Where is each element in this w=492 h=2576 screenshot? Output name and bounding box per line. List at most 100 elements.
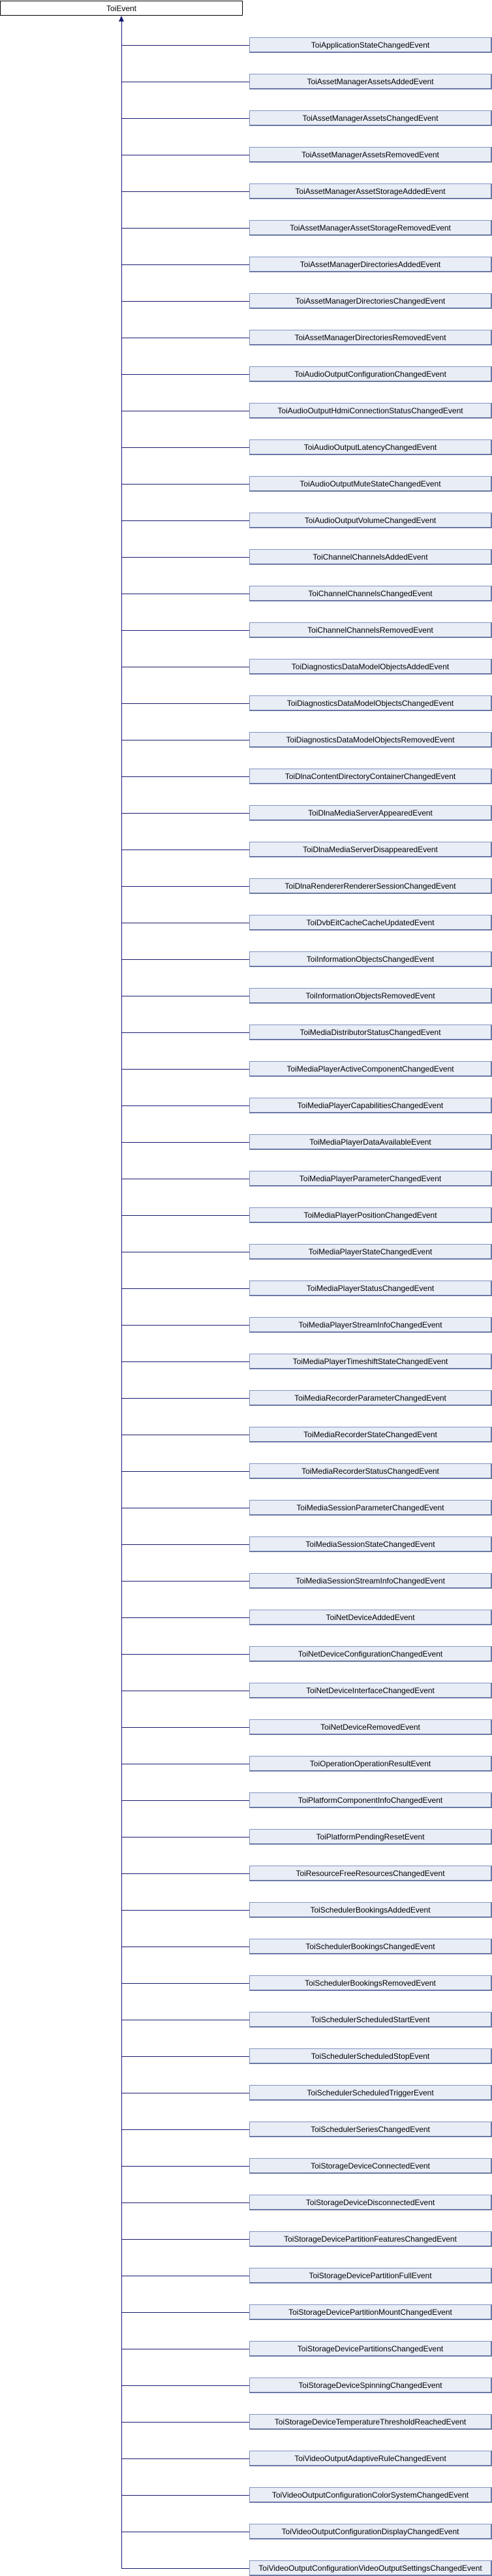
subclass-node[interactable]: ToiNetDeviceAddedEvent <box>249 1610 492 1625</box>
inheritance-connector-line <box>122 118 249 119</box>
inheritance-connector-line <box>122 776 249 777</box>
inheritance-connector-line <box>122 2495 249 2496</box>
inheritance-connector-line <box>122 1544 249 1545</box>
inheritance-connector-line <box>122 886 249 887</box>
inheritance-connector-line <box>122 1873 249 1874</box>
subclass-node[interactable]: ToiInformationObjectsRemovedEvent <box>249 988 492 1004</box>
subclass-node[interactable]: ToiAudioOutputMuteStateChangedEvent <box>249 476 492 492</box>
subclass-node[interactable]: ToiSchedulerBookingsChangedEvent <box>249 1939 492 1954</box>
subclass-node[interactable]: ToiAssetManagerAssetStorageRemovedEvent <box>249 220 492 236</box>
subclass-node[interactable]: ToiPlatformComponentInfoChangedEvent <box>249 1792 492 1808</box>
subclass-node[interactable]: ToiAudioOutputConfigurationChangedEvent <box>249 366 492 382</box>
subclass-node[interactable]: ToiSchedulerScheduledTriggerEvent <box>249 2085 492 2101</box>
subclass-node[interactable]: ToiMediaPlayerPositionChangedEvent <box>249 1207 492 1223</box>
inheritance-connector-line <box>122 228 249 229</box>
subclass-node[interactable]: ToiStorageDevicePartitionFullEvent <box>249 2268 492 2283</box>
subclass-node[interactable]: ToiVideoOutputConfigurationDisplayChange… <box>249 2524 492 2539</box>
inheritance-connector-line <box>122 630 249 631</box>
subclass-node[interactable]: ToiDiagnosticsDataModelObjectsRemovedEve… <box>249 732 492 748</box>
inheritance-arrowhead-icon <box>119 16 124 22</box>
subclass-node[interactable]: ToiMediaSessionStreamInfoChangedEvent <box>249 1573 492 1589</box>
subclass-node[interactable]: ToiInformationObjectsChangedEvent <box>249 951 492 967</box>
subclass-node[interactable]: ToiDiagnosticsDataModelObjectsAddedEvent <box>249 659 492 675</box>
subclass-node[interactable]: ToiMediaPlayerCapabilitiesChangedEvent <box>249 1098 492 1113</box>
subclass-node[interactable]: ToiMediaPlayerTimeshiftStateChangedEvent <box>249 1354 492 1369</box>
subclass-node[interactable]: ToiDiagnosticsDataModelObjectsChangedEve… <box>249 695 492 711</box>
subclass-node[interactable]: ToiMediaPlayerStreamInfoChangedEvent <box>249 1317 492 1333</box>
subclass-node[interactable]: ToiVideoOutputAdaptiveRuleChangedEvent <box>249 2451 492 2466</box>
inheritance-connector-line <box>122 1471 249 1472</box>
inheritance-connector-line <box>122 2568 249 2569</box>
subclass-node[interactable]: ToiSchedulerBookingsRemovedEvent <box>249 1975 492 1991</box>
subclass-node[interactable]: ToiMediaSessionParameterChangedEvent <box>249 1500 492 1516</box>
subclass-node[interactable]: ToiChannelChannelsRemovedEvent <box>249 622 492 638</box>
subclass-node[interactable]: ToiMediaPlayerStatusChangedEvent <box>249 1280 492 1296</box>
inheritance-connector-line <box>122 301 249 302</box>
inheritance-connector-line <box>122 1361 249 1362</box>
subclass-node[interactable]: ToiStorageDevicePartitionFeaturesChanged… <box>249 2231 492 2247</box>
subclass-node[interactable]: ToiDlnaMediaServerAppearedEvent <box>249 805 492 821</box>
subclass-node[interactable]: ToiVideoOutputConfigurationColorSystemCh… <box>249 2487 492 2503</box>
inheritance-connector-line <box>122 1800 249 1801</box>
subclass-node[interactable]: ToiMediaSessionStateChangedEvent <box>249 1536 492 1552</box>
subclass-node[interactable]: ToiOperationOperationResultEvent <box>249 1756 492 1772</box>
subclass-node[interactable]: ToiAssetManagerDirectoriesAddedEvent <box>249 257 492 272</box>
subclass-node[interactable]: ToiStorageDeviceDisconnectedEvent <box>249 2195 492 2210</box>
inheritance-connector-line <box>122 959 249 960</box>
subclass-node[interactable]: ToiChannelChannelsAddedEvent <box>249 549 492 565</box>
subclass-node[interactable]: ToiDlnaContentDirectoryContainerChangedE… <box>249 769 492 784</box>
subclass-node[interactable]: ToiMediaRecorderParameterChangedEvent <box>249 1390 492 1406</box>
subclass-node[interactable]: ToiSchedulerScheduledStartEvent <box>249 2012 492 2027</box>
subclass-node[interactable]: ToiAudioOutputVolumeChangedEvent <box>249 513 492 528</box>
inheritance-connector-line <box>122 1325 249 1326</box>
subclass-node[interactable]: ToiAssetManagerAssetsAddedEvent <box>249 74 492 89</box>
subclass-node[interactable]: ToiMediaPlayerStateChangedEvent <box>249 1244 492 1260</box>
subclass-node[interactable]: ToiAssetManagerDirectoriesRemovedEvent <box>249 330 492 345</box>
subclass-node[interactable]: ToiDlnaRendererRendererSessionChangedEve… <box>249 878 492 894</box>
base-class-node: ToiEvent <box>0 1 243 16</box>
subclass-node[interactable]: ToiMediaRecorderStateChangedEvent <box>249 1427 492 1442</box>
inheritance-connector-line <box>122 2458 249 2459</box>
subclass-node[interactable]: ToiAssetManagerAssetStorageAddedEvent <box>249 183 492 199</box>
subclass-node[interactable]: ToiMediaDistributorStatusChangedEvent <box>249 1025 492 1040</box>
subclass-node[interactable]: ToiPlatformPendingResetEvent <box>249 1829 492 1845</box>
inheritance-connector-line <box>122 520 249 521</box>
subclass-node[interactable]: ToiStorageDeviceTemperatureThresholdReac… <box>249 2414 492 2430</box>
subclass-node[interactable]: ToiDvbEitCacheCacheUpdatedEvent <box>249 915 492 930</box>
inheritance-spine-line <box>121 22 122 2569</box>
inheritance-connector-line <box>122 1142 249 1143</box>
subclass-node[interactable]: ToiNetDeviceInterfaceChangedEvent <box>249 1683 492 1698</box>
subclass-node[interactable]: ToiMediaPlayerActiveComponentChangedEven… <box>249 1061 492 1077</box>
subclass-node[interactable]: ToiApplicationStateChangedEvent <box>249 37 492 53</box>
subclass-node[interactable]: ToiNetDeviceRemovedEvent <box>249 1719 492 1735</box>
subclass-node[interactable]: ToiAssetManagerAssetsRemovedEvent <box>249 147 492 163</box>
inheritance-connector-line <box>122 1983 249 1984</box>
subclass-node[interactable]: ToiResourceFreeResourcesChangedEvent <box>249 1866 492 1881</box>
subclass-node[interactable]: ToiStorageDeviceConnectedEvent <box>249 2158 492 2174</box>
inheritance-connector-line <box>122 2422 249 2423</box>
subclass-node[interactable]: ToiVideoOutputConfigurationVideoOutputSe… <box>249 2560 492 2576</box>
inheritance-connector-line <box>122 1288 249 1289</box>
subclass-node[interactable]: ToiAudioOutputLatencyChangedEvent <box>249 439 492 455</box>
subclass-node[interactable]: ToiAssetManagerAssetsChangedEvent <box>249 110 492 126</box>
inheritance-connector-line <box>122 2239 249 2240</box>
subclass-node[interactable]: ToiSchedulerSeriesChangedEvent <box>249 2122 492 2137</box>
subclass-node[interactable]: ToiSchedulerBookingsAddedEvent <box>249 1902 492 1918</box>
subclass-node[interactable]: ToiDlnaMediaServerDisappearedEvent <box>249 842 492 857</box>
subclass-node[interactable]: ToiAudioOutputHdmiConnectionStatusChange… <box>249 403 492 419</box>
subclass-node[interactable]: ToiStorageDeviceSpinningChangedEvent <box>249 2377 492 2393</box>
subclass-node[interactable]: ToiStorageDevicePartitionsChangedEvent <box>249 2341 492 2357</box>
subclass-node[interactable]: ToiAssetManagerDirectoriesChangedEvent <box>249 293 492 309</box>
subclass-node[interactable]: ToiMediaPlayerParameterChangedEvent <box>249 1171 492 1186</box>
subclass-node[interactable]: ToiMediaRecorderStatusChangedEvent <box>249 1463 492 1479</box>
inheritance-connector-line <box>122 1398 249 1399</box>
subclass-node[interactable]: ToiStorageDevicePartitionMountChangedEve… <box>249 2304 492 2320</box>
subclass-node[interactable]: ToiSchedulerScheduledStopEvent <box>249 2048 492 2064</box>
subclass-node[interactable]: ToiNetDeviceConfigurationChangedEvent <box>249 1646 492 1662</box>
subclass-node[interactable]: ToiMediaPlayerDataAvailableEvent <box>249 1134 492 1150</box>
inheritance-connector-line <box>122 703 249 704</box>
inheritance-connector-line <box>122 2166 249 2167</box>
inheritance-connector-line <box>122 484 249 485</box>
subclass-node[interactable]: ToiChannelChannelsChangedEvent <box>249 586 492 601</box>
inheritance-connector-line <box>122 1654 249 1655</box>
